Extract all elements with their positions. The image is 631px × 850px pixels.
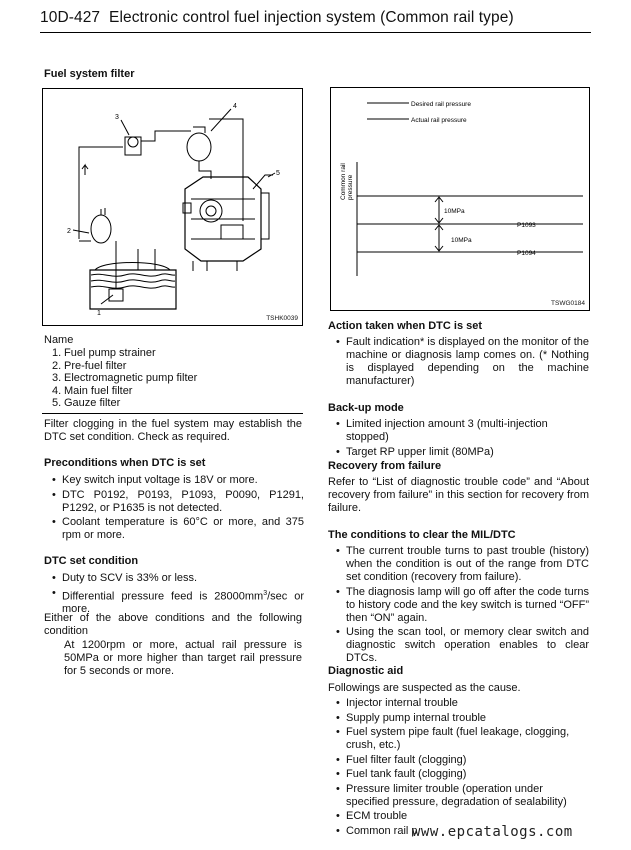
backup-wrap: Limited injection amount 3 (multi-inject…: [330, 418, 589, 460]
gap2-label: 10MPa: [451, 237, 472, 244]
list-item: The diagnosis lamp will go off after the…: [330, 586, 589, 625]
name-label: Name: [44, 334, 74, 346]
list-item: Target RP upper limit (80MPa): [330, 446, 589, 459]
list-item: Differential pressure feed is 28000mm3/s…: [46, 587, 304, 617]
legend-actual: Actual rail pressure: [411, 117, 467, 124]
list-item: ECM trouble: [330, 810, 589, 823]
clear-wrap: The current trouble turns to past troubl…: [330, 545, 589, 667]
list-item: Fault indication* is displayed on the mo…: [330, 336, 589, 388]
aid-intro: Followings are suspected as the cause.: [328, 682, 521, 694]
names-list-wrap: 1.Fuel pump strainer 2.Pre-fuel filter 3…: [46, 347, 296, 410]
fuel-system-figure: 1 2 3 4 5 TSHK0039: [42, 88, 303, 326]
header-rule: [40, 32, 591, 33]
preconditions-wrap: Key switch input voltage is 18V or more.…: [46, 474, 304, 544]
ylabel-line2: pressure: [347, 174, 354, 200]
callout-4: 4: [233, 103, 237, 110]
list-item: Supply pump internal trouble: [330, 712, 589, 725]
page-header: 10D-427 Electronic control fuel injectio…: [40, 9, 514, 27]
action-heading: Action taken when DTC is set: [328, 320, 483, 332]
list-item: Fuel tank fault (clogging): [330, 768, 589, 781]
list-item: Common rail p: [330, 825, 589, 838]
clear-list: The current trouble turns to past troubl…: [330, 545, 589, 665]
backup-heading: Back-up mode: [328, 402, 404, 414]
legend-desired: Desired rail pressure: [411, 101, 471, 108]
list-item: Injector internal trouble: [330, 697, 589, 710]
last-item-text: Common rail p: [346, 824, 418, 837]
list-item: DTC P0192, P0193, P1093, P0090, P1291, P…: [46, 489, 304, 515]
list-item: Limited injection amount 3 (multi-inject…: [330, 418, 589, 444]
list-item: The current trouble turns to past troubl…: [330, 545, 589, 584]
list-item: 1.Fuel pump strainer: [52, 347, 156, 359]
at-text: At 1200rpm or more, actual rail pressure…: [64, 639, 302, 677]
set-condition-heading: DTC set condition: [44, 555, 139, 567]
callout-1: 1: [97, 310, 101, 317]
list-item: 3.Electromagnetic pump filter: [52, 372, 198, 384]
list-item: Coolant temperature is 60°C or more, and…: [46, 516, 304, 542]
watermark: www.epcatalogs.com: [412, 824, 573, 840]
set-condition-wrap: Duty to SCV is 33% or less. Differential…: [46, 572, 304, 618]
names-list: 1.Fuel pump strainer 2.Pre-fuel filter 3…: [46, 347, 296, 410]
list-item: Fuel system pipe fault (fuel leakage, cl…: [330, 726, 589, 752]
backup-list: Limited injection amount 3 (multi-inject…: [330, 418, 589, 459]
page-number: 10D-427: [40, 9, 101, 26]
code1-label: P1093: [517, 222, 536, 229]
ylabel-line1: Common rail: [340, 163, 347, 200]
clog-text: Filter clogging in the fuel system may e…: [44, 418, 302, 443]
list-item: Key switch input voltage is 18V or more.: [46, 474, 304, 487]
recovery-heading: Recovery from failure: [328, 460, 442, 472]
list-item: 2.Pre-fuel filter: [52, 359, 127, 372]
either-text: Either of the above conditions and the f…: [44, 612, 302, 637]
recovery-text: Refer to “List of diagnostic trouble cod…: [328, 476, 589, 514]
figure1-id: TSHK0039: [266, 315, 298, 322]
list-item: Pressure limiter trouble (operation unde…: [330, 783, 589, 809]
aid-heading: Diagnostic aid: [328, 665, 404, 677]
page-title: Electronic control fuel injection system…: [109, 9, 514, 26]
fuel-system-diagram: 1 2 3 4 5: [67, 103, 280, 317]
callout-3: 3: [115, 114, 119, 121]
list-item: Using the scan tool, or memory clear swi…: [330, 626, 589, 665]
fuel-filter-heading: Fuel system filter: [44, 68, 135, 80]
list-item: 4.Main fuel filter: [52, 384, 133, 397]
action-list: Fault indication* is displayed on the mo…: [330, 336, 589, 388]
section-divider: [42, 413, 303, 414]
list-item: 5.Gauze filter: [52, 397, 121, 409]
aid-list: Injector internal trouble Supply pump in…: [330, 697, 589, 838]
pressure-diagram: Desired rail pressure Actual rail pressu…: [340, 101, 583, 276]
list-item: Duty to SCV is 33% or less.: [46, 572, 304, 585]
preconditions-heading: Preconditions when DTC is set: [44, 457, 206, 469]
figure2-id: TSWG0184: [551, 300, 585, 307]
aid-wrap: Injector internal trouble Supply pump in…: [330, 697, 589, 839]
gap1-label: 10MPa: [444, 208, 465, 215]
list-item: Fuel filter fault (clogging): [330, 754, 589, 767]
preconditions-list: Key switch input voltage is 18V or more.…: [46, 474, 304, 542]
callout-5: 5: [276, 170, 280, 177]
code2-label: P1094: [517, 250, 536, 257]
pressure-figure: Desired rail pressure Actual rail pressu…: [330, 87, 590, 311]
set-condition-list: Duty to SCV is 33% or less. Differential…: [46, 572, 304, 616]
clear-heading: The conditions to clear the MIL/DTC: [328, 529, 516, 541]
callout-2: 2: [67, 228, 71, 235]
action-wrap: Fault indication* is displayed on the mo…: [330, 336, 589, 390]
